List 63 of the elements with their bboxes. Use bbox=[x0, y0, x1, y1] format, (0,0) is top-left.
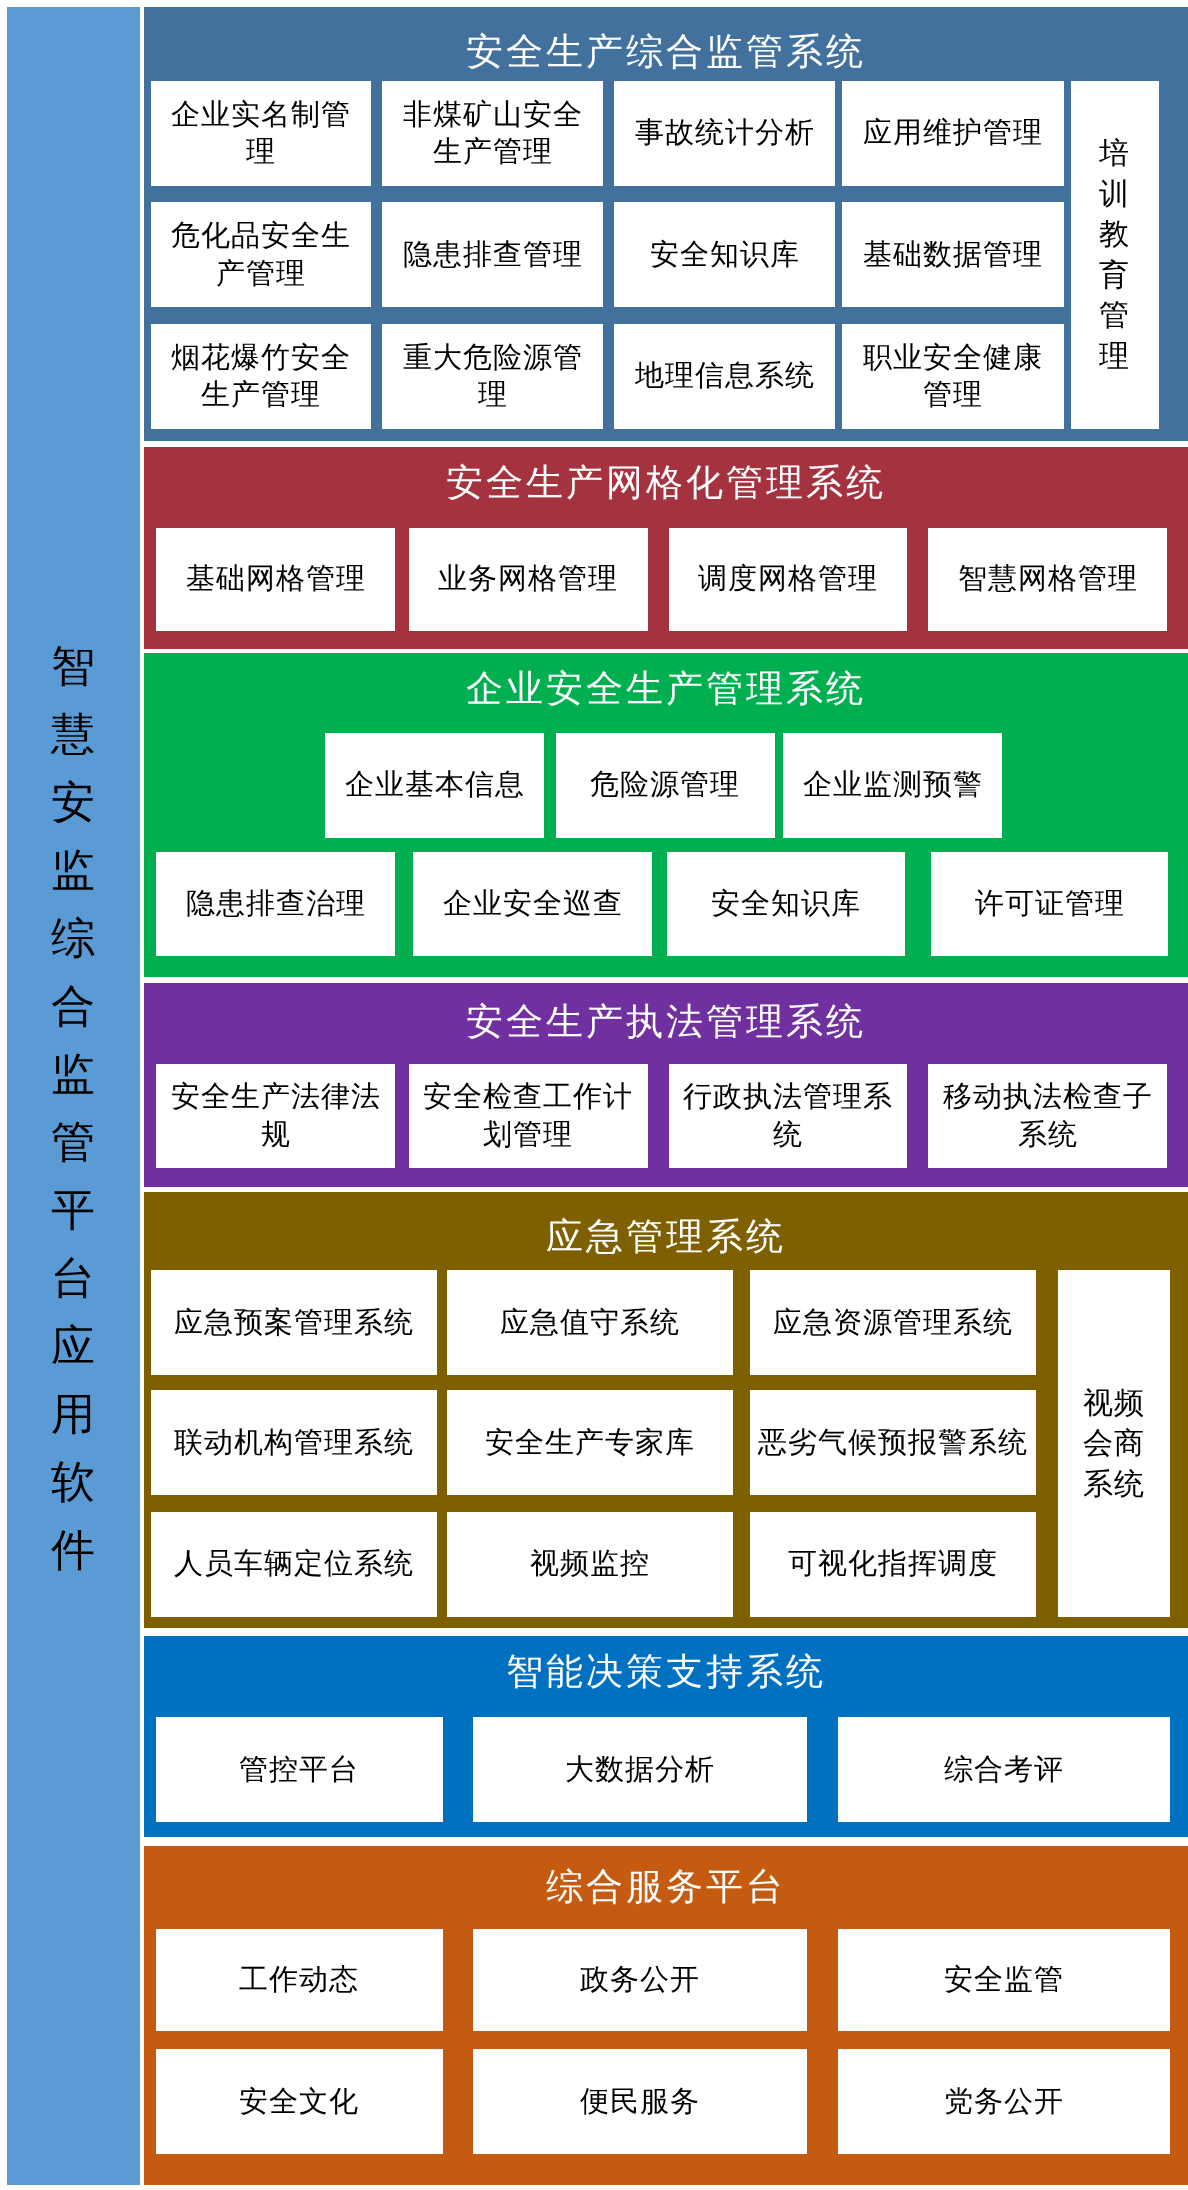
module-box: 可视化指挥调度 bbox=[749, 1511, 1036, 1617]
module-box: 视频监控 bbox=[446, 1511, 733, 1617]
module-box: 政务公开 bbox=[473, 1929, 807, 2032]
vertical-title: 智慧安监综合监管平台应用软件 bbox=[50, 638, 97, 1577]
section-panel bbox=[143, 982, 1188, 1187]
section-panel bbox=[143, 446, 1188, 650]
module-box: 业务网格管理 bbox=[409, 527, 648, 631]
module-box: 应急资源管理系统 bbox=[749, 1270, 1036, 1376]
module-box: 调度网格管理 bbox=[668, 527, 908, 631]
module-box: 地理信息系统 bbox=[614, 323, 835, 429]
module-box: 安全文化 bbox=[156, 2049, 443, 2154]
module-box: 安全知识库 bbox=[667, 851, 905, 957]
section-title: 综合服务平台 bbox=[544, 1864, 787, 1911]
module-box: 危化品安全生产管理 bbox=[150, 202, 372, 308]
module-box: 职业安全健康管理 bbox=[841, 323, 1064, 429]
module-box: 综合考评 bbox=[837, 1717, 1170, 1822]
section-panel bbox=[143, 6, 1188, 442]
section-title: 应急管理系统 bbox=[544, 1213, 787, 1260]
module-box: 隐患排查管理 bbox=[382, 202, 604, 308]
module-box: 行政执法管理系统 bbox=[668, 1063, 908, 1169]
section-panel bbox=[143, 653, 1188, 978]
module-box: 工作动态 bbox=[156, 1929, 443, 2032]
section-panel bbox=[143, 1845, 1188, 2185]
module-box: 重大危险源管理 bbox=[382, 323, 604, 429]
section-title: 安全生产综合监管系统 bbox=[464, 28, 867, 75]
module-box: 应急预案管理系统 bbox=[150, 1270, 437, 1376]
module-box: 应用维护管理 bbox=[841, 80, 1064, 186]
module-box: 恶劣气候预报警系统 bbox=[749, 1390, 1036, 1496]
module-box: 企业实名制管理 bbox=[150, 80, 372, 186]
module-box: 企业监测预警 bbox=[783, 732, 1003, 838]
module-box: 事故统计分析 bbox=[614, 80, 835, 186]
module-box: 安全知识库 bbox=[614, 202, 835, 308]
module-box: 便民服务 bbox=[473, 2049, 807, 2154]
module-box: 安全生产法律法规 bbox=[156, 1063, 396, 1169]
module-box: 联动机构管理系统 bbox=[150, 1390, 437, 1496]
module-box: 管控平台 bbox=[156, 1717, 443, 1822]
module-box: 培训教育管理 bbox=[1070, 80, 1159, 429]
module-box: 基础网格管理 bbox=[156, 527, 396, 631]
module-box: 安全检查工作计划管理 bbox=[409, 1063, 648, 1169]
module-box: 基础数据管理 bbox=[841, 202, 1064, 308]
section-title: 安全生产执法管理系统 bbox=[464, 998, 867, 1045]
module-box: 安全监管 bbox=[837, 1929, 1170, 2032]
module-box: 人员车辆定位系统 bbox=[150, 1511, 437, 1617]
side-band bbox=[6, 6, 140, 2185]
module-box: 大数据分析 bbox=[473, 1717, 807, 1822]
module-box: 智慧网格管理 bbox=[928, 527, 1168, 631]
section-panel bbox=[143, 1636, 1188, 1838]
module-box: 移动执法检查子系统 bbox=[928, 1063, 1168, 1169]
module-box: 隐患排查治理 bbox=[156, 851, 396, 957]
module-box: 应急值守系统 bbox=[446, 1270, 733, 1376]
section-title: 智能决策支持系统 bbox=[504, 1649, 827, 1696]
module-box: 企业安全巡查 bbox=[413, 851, 652, 957]
section-title: 安全生产网格化管理系统 bbox=[444, 459, 887, 506]
section-panel bbox=[143, 1192, 1188, 1628]
module-box: 企业基本信息 bbox=[325, 732, 545, 838]
module-box: 许可证管理 bbox=[931, 851, 1169, 957]
module-box: 危险源管理 bbox=[555, 732, 775, 838]
section-title: 企业安全生产管理系统 bbox=[464, 666, 867, 713]
module-box: 烟花爆竹安全生产管理 bbox=[150, 323, 372, 429]
module-box: 非煤矿山安全生产管理 bbox=[382, 80, 604, 186]
module-box: 安全生产专家库 bbox=[446, 1390, 733, 1496]
module-box: 视频会商系统 bbox=[1058, 1270, 1170, 1617]
module-box: 党务公开 bbox=[837, 2049, 1170, 2154]
